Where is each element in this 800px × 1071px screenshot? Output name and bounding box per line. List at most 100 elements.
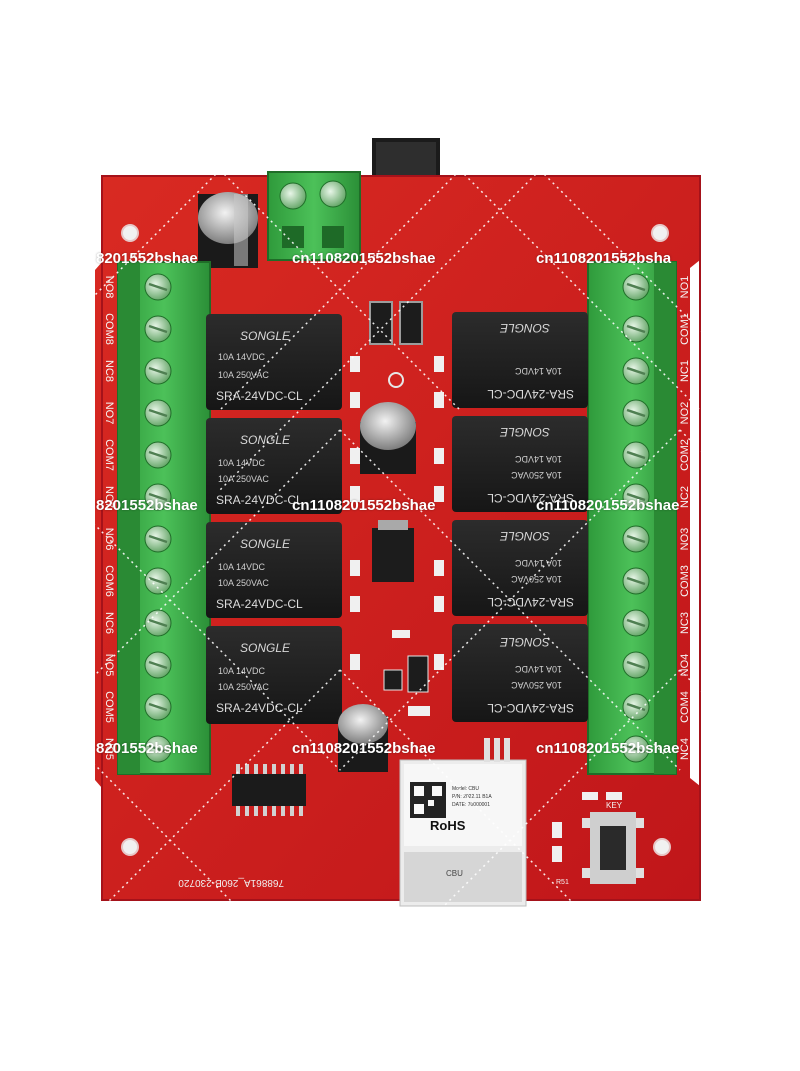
screw-slot	[626, 450, 646, 460]
svg-text:SONGLE: SONGLE	[240, 329, 291, 343]
terminal-label: NC1	[679, 360, 691, 382]
capacitor-top	[198, 192, 258, 268]
terminal-label: NO1	[679, 276, 691, 299]
svg-text:10A 14VDC: 10A 14VDC	[218, 562, 266, 572]
terminal-label: NO6	[103, 528, 115, 551]
terminal-label: NO5	[103, 654, 115, 677]
svg-text:SONGLE: SONGLE	[499, 425, 550, 439]
screw-slot	[626, 492, 646, 502]
svg-text:CBU: CBU	[446, 869, 463, 878]
terminal-label: NC6	[103, 612, 115, 634]
relay-7: SRA-24VDC-CL 10A 250VAC 10A 14VDC SONGLE	[452, 520, 588, 616]
svg-text:10A 14VDC: 10A 14VDC	[218, 458, 266, 468]
terminal-label: NC4	[679, 738, 691, 760]
svg-text:SONGLE: SONGLE	[499, 635, 550, 649]
relay-8: SRA-24VDC-CL 10A 250VAC 10A 14VDC SONGLE	[452, 624, 588, 722]
screw-slot	[626, 534, 646, 544]
center-components	[350, 301, 444, 716]
right-terminal-strip	[587, 261, 677, 775]
terminal-label: NC8	[103, 360, 115, 382]
screw-slot	[626, 282, 646, 292]
ic-chip	[232, 764, 306, 816]
svg-text:10A 250VAC: 10A 250VAC	[218, 370, 269, 380]
screw-slot	[148, 408, 168, 418]
svg-text:SRA-24VDC-CL: SRA-24VDC-CL	[487, 595, 574, 609]
key-button: KEY	[582, 801, 644, 884]
svg-text:SRA-24VDC-CL: SRA-24VDC-CL	[487, 387, 574, 401]
screw-slot	[626, 366, 646, 376]
terminal-label: NO8	[103, 276, 115, 299]
screw-slot	[148, 660, 168, 670]
svg-text:10A 14VDC: 10A 14VDC	[218, 352, 266, 362]
terminal-label: COM8	[103, 313, 115, 345]
power-terminal-block	[267, 171, 361, 261]
terminal-label: COM6	[103, 565, 115, 597]
svg-text:10A 250VAC: 10A 250VAC	[218, 474, 269, 484]
svg-text:10A 14VDC: 10A 14VDC	[514, 454, 562, 464]
svg-text:10A 250VAC: 10A 250VAC	[218, 682, 269, 692]
svg-text:Model: CBU: Model: CBU	[452, 786, 479, 792]
screw-slot	[148, 366, 168, 376]
svg-text:SRA-24VDC-CL: SRA-24VDC-CL	[216, 493, 303, 507]
svg-text:10A 250VAC: 10A 250VAC	[511, 680, 562, 690]
screw-slot	[148, 492, 168, 502]
svg-text:SONGLE: SONGLE	[240, 641, 291, 655]
screw-slot	[148, 450, 168, 460]
pcb-code: 768861A_260B-230720	[178, 877, 284, 888]
svg-text:SRA-24VDC-CL: SRA-24VDC-CL	[487, 701, 574, 715]
terminal-label: COM3	[679, 565, 691, 597]
left-terminal-strip	[117, 261, 211, 775]
watermark-lines	[0, 169, 800, 1011]
svg-text:10A 14VDC: 10A 14VDC	[514, 558, 562, 568]
screw-slot	[626, 618, 646, 628]
terminal-label: NO3	[679, 528, 691, 551]
svg-text:10A 250VAC: 10A 250VAC	[511, 470, 562, 480]
terminal-label: COM5	[103, 691, 115, 723]
screw-slot	[626, 408, 646, 418]
screw-slot	[626, 576, 646, 586]
terminal-label: NO2	[679, 402, 691, 425]
mounting-holes	[121, 224, 671, 856]
screw-slot	[148, 618, 168, 628]
svg-text:SONGLE: SONGLE	[240, 537, 291, 551]
screw-slot	[148, 324, 168, 334]
terminal-label: NC5	[103, 738, 115, 760]
terminal-label: NC2	[679, 486, 691, 508]
terminal-label: NC3	[679, 612, 691, 634]
screw-slot	[626, 324, 646, 334]
relay-4: SONGLE 10A 14VDC 10A 250VAC SRA-24VDC-CL	[206, 626, 342, 724]
screw-slot	[148, 534, 168, 544]
relay-6: SRA-24VDC-CL 10A 250VAC 10A 14VDC SONGLE	[452, 416, 588, 512]
svg-text:10A 14VDC: 10A 14VDC	[514, 366, 562, 376]
screw-slot	[626, 660, 646, 670]
relay-1: SONGLE 10A 14VDC 10A 250VAC SRA-24VDC-CL	[206, 314, 342, 410]
svg-text:RoHS: RoHS	[430, 818, 466, 833]
terminal-label: COM2	[679, 439, 691, 471]
svg-text:KEY: KEY	[606, 801, 623, 810]
screw-slot	[148, 282, 168, 292]
svg-text:10A 14VDC: 10A 14VDC	[514, 664, 562, 674]
svg-text:SRA-24VDC-CL: SRA-24VDC-CL	[487, 491, 574, 505]
terminal-label: NO4	[679, 654, 691, 677]
relay-3: SONGLE 10A 14VDC 10A 250VAC SRA-24VDC-CL	[206, 522, 342, 618]
svg-text:10A 250VAC: 10A 250VAC	[218, 578, 269, 588]
svg-text:DATE: 70000001: DATE: 70000001	[452, 802, 490, 808]
terminal-label: NO7	[103, 402, 115, 425]
smd-resistors: R51	[552, 792, 622, 886]
wifi-module: RoHS Model: CBU P/N: 2022.11 B1A DATE: 7…	[399, 738, 527, 907]
relay-5: SRA-24VDC-CL 10A 14VDC SONGLE	[452, 312, 588, 408]
terminal-label: COM4	[679, 691, 691, 723]
svg-text:SONGLE: SONGLE	[499, 321, 550, 335]
capacitor-center	[360, 402, 416, 474]
screw-slot	[148, 702, 168, 712]
svg-text:SRA-24VDC-CL: SRA-24VDC-CL	[216, 597, 303, 611]
svg-text:P/N: 2022.11 B1A: P/N: 2022.11 B1A	[452, 794, 492, 800]
svg-text:SONGLE: SONGLE	[499, 529, 550, 543]
relay-2: SONGLE 10A 14VDC 10A 250VAC SRA-24VDC-CL	[206, 418, 342, 514]
svg-text:SONGLE: SONGLE	[240, 433, 291, 447]
capacitor-bottom	[338, 704, 388, 772]
svg-text:SRA-24VDC-CL: SRA-24VDC-CL	[216, 389, 303, 403]
terminal-label: COM7	[103, 439, 115, 471]
terminal-label: COM1	[679, 313, 691, 345]
